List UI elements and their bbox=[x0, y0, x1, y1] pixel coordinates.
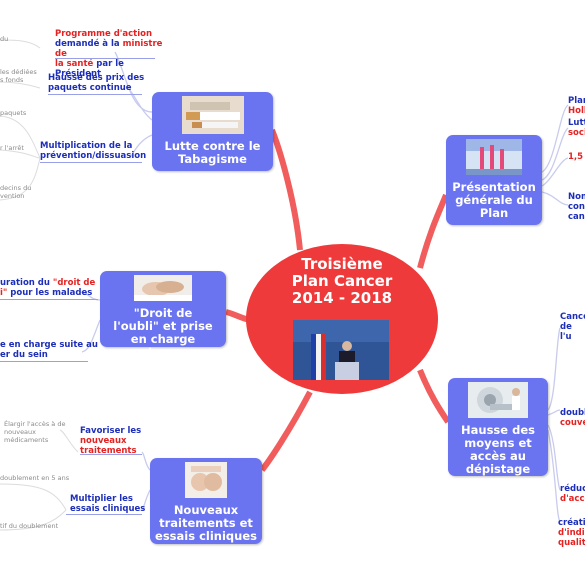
presentation-value-text: 1,5 bbox=[568, 152, 584, 162]
presentation-soci-text: soci bbox=[568, 128, 585, 138]
branch-moyens bbox=[417, 368, 451, 424]
moyens-double-text: doubl bbox=[560, 408, 585, 418]
topic-droit[interactable]: "Droit de l'oubli" et prise en charge po… bbox=[100, 271, 226, 359]
moyens-cance-text: Cance bbox=[560, 312, 585, 322]
programme-part-e: par le Président bbox=[55, 59, 124, 79]
minister-speech-photo bbox=[293, 320, 389, 380]
moyens-reduct-text: réduct bbox=[560, 484, 585, 494]
topic-moyens-label: Hausse des moyens et accès au dépistage bbox=[461, 423, 535, 476]
traitements-elargir-text: Élargir l'accès à de nouveaux médicament… bbox=[4, 420, 66, 444]
breast-exam-photo bbox=[150, 462, 262, 501]
central-title: Troisième Plan Cancer 2014 - 2018 bbox=[291, 255, 393, 307]
inauguration-part-a: uration du bbox=[0, 278, 53, 288]
moyens-delu-text: de l'u bbox=[560, 322, 572, 342]
moyens-quali-text: qualit bbox=[558, 538, 585, 548]
favoriser-underline bbox=[80, 454, 142, 455]
inauguration-underline bbox=[0, 299, 98, 300]
moyens-creati-text: créati bbox=[558, 518, 585, 528]
inauguration-part-d: pour les malades bbox=[7, 288, 93, 298]
multiplication-underline bbox=[40, 162, 142, 163]
hausse-underline bbox=[48, 94, 142, 95]
tabac-hausse-text: Hausse des prix des paquets continue bbox=[48, 73, 145, 93]
traitements-doublement-text: doublement en 5 ans bbox=[0, 474, 70, 482]
moyens-acce-text: d'accè bbox=[560, 494, 585, 504]
presentation-plan-text: Plan bbox=[568, 96, 585, 106]
prise-underline bbox=[0, 361, 88, 362]
presentation-lutt-text: Lutt bbox=[568, 118, 585, 128]
presentation-canc-text: canc bbox=[568, 212, 585, 222]
scanner-photo bbox=[448, 382, 548, 421]
branch-traitements bbox=[259, 390, 313, 472]
presentation-nom-text: Nom bbox=[568, 192, 585, 202]
traitements-favoriser-text: Favoriser les nouveaux traitements bbox=[80, 426, 155, 456]
topic-moyens[interactable]: Hausse des moyens et accès au dépistage bbox=[448, 378, 548, 476]
programme-part-a: Programme d'action bbox=[55, 29, 153, 39]
topic-tabac[interactable]: Lutte contre le Tabagisme bbox=[152, 92, 273, 171]
tabac-paquets-text: paquets bbox=[0, 109, 27, 117]
presentation-holl-text: Holl bbox=[568, 106, 585, 116]
multiplier-underline bbox=[66, 514, 142, 515]
tabac-programme-text: Programme d'action demandé à la ministre… bbox=[55, 29, 170, 79]
programme-part-c: ministre de bbox=[55, 39, 163, 59]
droit-inauguration-text: uration du "droit de i" pour les malades bbox=[0, 278, 100, 298]
hands-photo bbox=[100, 275, 226, 304]
central-topic[interactable]: Troisième Plan Cancer 2014 - 2018 bbox=[246, 244, 438, 394]
lab-photo bbox=[446, 139, 542, 178]
tabac-arret-text: r l'arrêt bbox=[0, 144, 24, 152]
programme-part-b: demandé à la bbox=[55, 39, 120, 49]
tabac-du-text: du bbox=[0, 35, 9, 43]
topic-traitements-label: Nouveaux traitements et essais cliniques bbox=[155, 503, 257, 543]
tabac-multiplication-text: Multiplication de la prévention/dissuasi… bbox=[40, 141, 147, 161]
traitements-multiplier-text: Multiplier les essais cliniques bbox=[70, 494, 146, 514]
topic-presentation-label: Présentation générale du Plan bbox=[452, 180, 536, 220]
droit-prise-text: e en charge suite au er du sein bbox=[0, 340, 98, 360]
branch-presentation bbox=[417, 193, 449, 269]
branch-tabac bbox=[269, 128, 303, 251]
inauguration-part-c: i" bbox=[0, 288, 8, 298]
cigarette-pack-photo bbox=[152, 96, 273, 137]
topic-droit-label: "Droit de l'oubli" et prise en charge po… bbox=[113, 306, 213, 359]
favoriser-part-a: Favoriser les bbox=[80, 426, 142, 436]
moyens-indi-text: d'indi bbox=[558, 528, 585, 538]
tabac-dediees-text: les dédiées s fonds bbox=[0, 68, 37, 84]
programme-underline bbox=[55, 58, 155, 59]
programme-part-d: la santé bbox=[55, 59, 94, 69]
topic-traitements[interactable]: Nouveaux traitements et essais cliniques bbox=[150, 458, 262, 544]
topic-tabac-label: Lutte contre le Tabagisme bbox=[164, 139, 261, 166]
inauguration-part-b: "droit de bbox=[52, 278, 96, 288]
topic-presentation[interactable]: Présentation générale du Plan bbox=[446, 135, 542, 225]
traitements-objectif-text: tif du doublement bbox=[0, 522, 59, 530]
tabac-decins-text: decins du vention bbox=[0, 184, 32, 200]
favoriser-part-b: nouveaux traitements bbox=[80, 436, 137, 456]
moyens-couve-text: couve bbox=[560, 418, 585, 428]
